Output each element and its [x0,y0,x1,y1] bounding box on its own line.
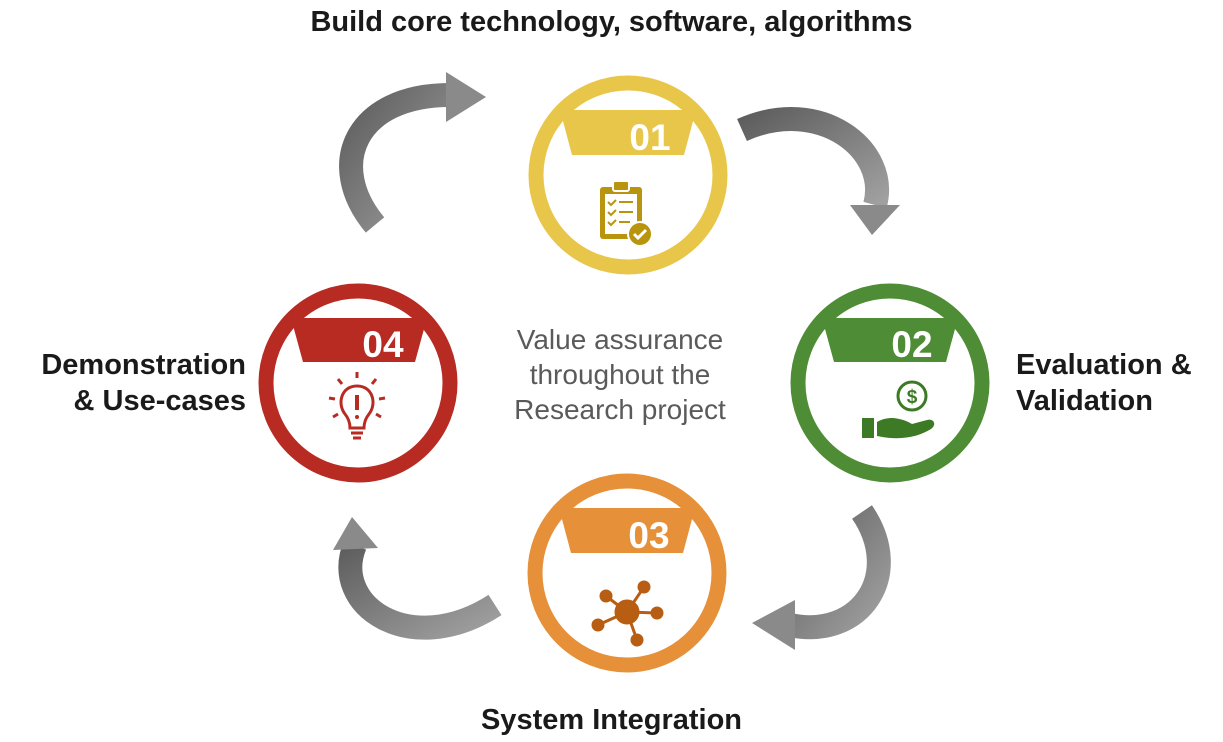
center-text-line-1: Value assurance [516,324,724,355]
step-01-node: 01 [528,75,728,275]
evaluation-label: Evaluation & Validation [1016,347,1192,419]
cycle-arrows [333,72,900,650]
step-03-node: 03 [527,473,727,673]
arrow-04-to-01 [339,72,486,233]
lightbulb-exclamation-icon [328,372,386,440]
step-01-banner [560,110,696,155]
evaluation-label-line-1: Evaluation & [1016,349,1192,381]
checklist-icon [600,180,653,247]
step-02-banner [822,318,958,362]
demonstration-label-line-2: & Use-cases [73,385,247,417]
arrow-03-to-04 [333,517,502,640]
svg-text:$: $ [907,387,918,408]
step-04-banner [291,318,427,362]
arrow-02-to-03 [752,505,891,650]
step-02-number: 02 [891,324,932,365]
demonstration-label-line-1: Demonstration [41,349,246,381]
step-03-number: 03 [628,515,669,556]
step-04-number: 04 [362,324,404,365]
step-01-number: 01 [629,117,670,158]
integration-label: System Integration [480,704,743,736]
demonstration-label: Demonstration & Use-cases [0,347,246,419]
step-04-node: 04 [258,283,458,483]
center-text-line-3: Research project [514,394,726,425]
step-03-banner [559,508,695,553]
arrow-01-to-02 [737,107,900,235]
network-hub-icon [591,580,664,647]
center-text-line-2: throughout the [529,359,711,390]
center-text: Value assurance throughout the Research … [470,322,770,427]
step-02-node: 02 $ [790,283,990,483]
evaluation-label-line-2: Validation [1016,385,1153,417]
money-hand-icon: $ [862,380,935,439]
title-label: Build core technology, software, algorit… [310,6,913,38]
